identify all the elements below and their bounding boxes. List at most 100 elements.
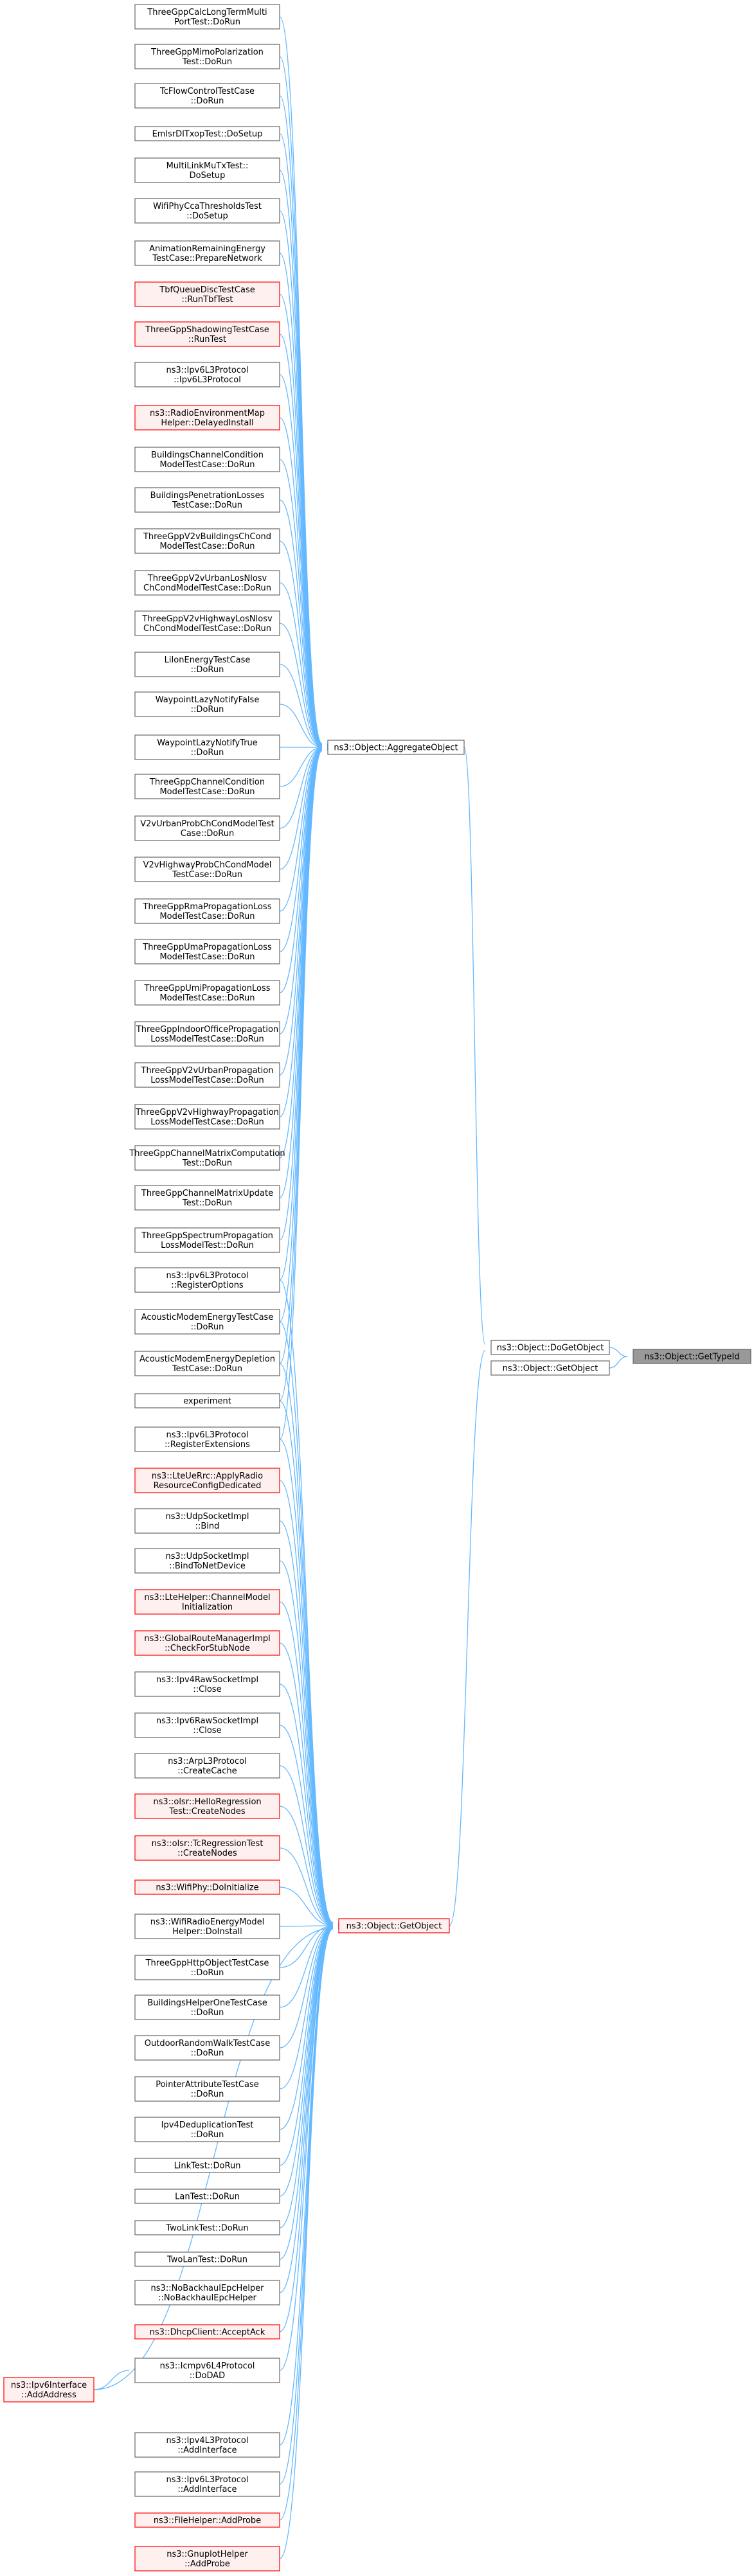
node-b3[interactable]: AcousticModemEnergyDepletionTestCase::Do… — [134, 1351, 280, 1376]
node-a8[interactable]: TbfQueueDiscTestCase::RunTbfTest — [134, 281, 280, 307]
node-aggregate[interactable]: ns3::Object::AggregateObject — [327, 740, 465, 755]
node-g17[interactable]: Ipv4DeduplicationTest::DoRun — [134, 2117, 280, 2142]
node-label: ns3::Object::DoGetObject — [497, 1344, 604, 1353]
node-g24[interactable]: ns3::Icmpv6L4Protocol::DoDAD — [134, 2358, 280, 2383]
node-label: Helper::DoInstall — [172, 1927, 242, 1937]
node-a4[interactable]: EmlsrDlTxopTest::DoSetup — [134, 126, 280, 141]
node-g2[interactable]: ns3::UdpSocketImpl::Bind — [134, 1508, 280, 1534]
edge-g15-to-getobject — [279, 1926, 334, 2048]
node-g11[interactable]: ns3::WifiPhy::DoInitialize — [134, 1879, 280, 1895]
node-a27[interactable]: ThreeGppV2vUrbanPropagationLossModelTest… — [134, 1062, 280, 1088]
node-g21[interactable]: TwoLanTest::DoRun — [134, 2252, 280, 2267]
edge-a7-to-aggregate — [279, 253, 323, 745]
node-g12[interactable]: ns3::WifiRadioEnergyModelHelper::DoInsta… — [134, 1914, 280, 1939]
node-a31[interactable]: ThreeGppSpectrumPropagationLossModelTest… — [134, 1227, 280, 1253]
node-getobject[interactable]: ns3::Object::GetObject — [338, 1918, 450, 1933]
node-g27[interactable]: ns3::FileHelper::AddProbe — [134, 2512, 280, 2528]
node-box — [134, 1185, 280, 1211]
node-g28[interactable]: ns3::GnuplotHelper::AddProbe — [134, 2546, 280, 2572]
node-label: Helper::DelayedInstall — [161, 418, 253, 428]
edge-a8-to-aggregate — [279, 294, 323, 746]
node-g19[interactable]: LanTest::DoRun — [134, 2189, 280, 2204]
node-label: ::DoRun — [191, 2048, 224, 2058]
node-a10[interactable]: ns3::Ipv6L3Protocol::Ipv6L3Protocol — [134, 362, 280, 387]
node-a29[interactable]: ThreeGppChannelMatrixComputationTest::Do… — [129, 1145, 285, 1171]
node-a17[interactable]: LiIonEnergyTestCase::DoRun — [134, 652, 280, 677]
node-getobject_t[interactable]: ns3::Object::GetObject — [490, 1360, 610, 1376]
node-label: TestCase::DoRun — [172, 1364, 242, 1374]
node-a16[interactable]: ThreeGppV2vHighwayLosNlosvChCondModelTes… — [134, 610, 280, 636]
edge-g10-to-getobject — [279, 1847, 334, 1926]
node-g7[interactable]: ns3::Ipv6RawSocketImpl::Close — [134, 1712, 280, 1738]
node-g13[interactable]: ThreeGppHttpObjectTestCase::DoRun — [134, 1955, 280, 1980]
node-a14[interactable]: ThreeGppV2vBuildingsChCondModelTestCase:… — [134, 528, 280, 554]
edge-g4-to-getobject — [279, 1601, 334, 1925]
node-b4[interactable]: experiment — [134, 1393, 280, 1408]
node-g4[interactable]: ns3::LteHelper::ChannelModelInitializati… — [134, 1589, 280, 1615]
node-label: ::DoSetup — [186, 211, 228, 221]
node-label: ns3::Object::AggregateObject — [334, 743, 458, 753]
node-g18[interactable]: LinkTest::DoRun — [134, 2158, 280, 2173]
node-a28[interactable]: ThreeGppV2vHighwayPropagationLossModelTe… — [134, 1104, 280, 1130]
edge-a22-to-aggregate — [279, 747, 323, 870]
edge-g3-to-getobject — [279, 1560, 334, 1924]
node-box — [134, 528, 280, 554]
node-g23[interactable]: ns3::DhcpClient::AcceptAck — [134, 2324, 280, 2340]
node-label: AcousticModemEnergyTestCase — [141, 1313, 274, 1322]
node-g26[interactable]: ns3::Ipv6L3Protocol::AddInterface — [134, 2471, 280, 2497]
node-b5[interactable]: ns3::Ipv6L3Protocol::RegisterExtensions — [134, 1426, 280, 1452]
node-a11[interactable]: ns3::RadioEnvironmentMapHelper::DelayedI… — [134, 405, 280, 431]
node-a15[interactable]: ThreeGppV2vUrbanLosNlosvChCondModelTestC… — [134, 570, 280, 596]
node-box — [134, 857, 280, 882]
node-a19[interactable]: WaypointLazyNotifyTrue::DoRun — [134, 734, 280, 760]
node-g3[interactable]: ns3::UdpSocketImpl::BindToNetDevice — [134, 1548, 280, 1574]
node-g16[interactable]: PointerAttributeTestCase::DoRun — [134, 2076, 280, 2102]
node-g10[interactable]: ns3::olsr::TcRegressionTest::CreateNodes — [134, 1835, 280, 1861]
node-g5[interactable]: ns3::GlobalRouteManagerImpl::CheckForStu… — [134, 1630, 280, 1656]
node-label: ThreeGppMimoPolarization — [150, 48, 264, 57]
edge-g20-to-getobject — [279, 1926, 334, 2228]
node-a12[interactable]: BuildingsChannelConditionModelTestCase::… — [134, 447, 280, 472]
node-label: ns3::WifiPhy::DoInitialize — [156, 1883, 258, 1893]
node-g25[interactable]: ns3::Ipv4L3Protocol::AddInterface — [134, 2432, 280, 2458]
node-a24[interactable]: ThreeGppUmaPropagationLossModelTestCase:… — [134, 939, 280, 964]
edge-g14-to-getobject — [279, 1925, 334, 2008]
node-a9[interactable]: ThreeGppShadowingTestCase::RunTest — [134, 321, 280, 347]
edge-g2-to-getobject — [279, 1520, 334, 1924]
node-label: ThreeGppShadowingTestCase — [145, 325, 269, 335]
node-a7[interactable]: AnimationRemainingEnergyTestCase::Prepar… — [134, 240, 280, 266]
node-g22[interactable]: ns3::NoBackhaulEpcHelper::NoBackhaulEpcH… — [134, 2280, 280, 2305]
node-a3[interactable]: TcFlowControlTestCase::DoRun — [134, 83, 280, 109]
node-label: ns3::Ipv6L3Protocol — [166, 366, 249, 375]
node-a20[interactable]: ThreeGppChannelConditionModelTestCase::D… — [134, 774, 280, 799]
node-a5[interactable]: MultiLinkMuTxTest::DoSetup — [134, 157, 280, 183]
node-a13[interactable]: BuildingsPenetrationLossesTestCase::DoRu… — [134, 487, 280, 513]
node-g6[interactable]: ns3::Ipv4RawSocketImpl::Close — [134, 1671, 280, 1697]
edge-b3-to-getobject — [279, 1363, 334, 1924]
edge-g18-to-getobject — [279, 1926, 334, 2166]
node-a25[interactable]: ThreeGppUmiPropagationLossModelTestCase:… — [134, 980, 280, 1006]
node-g20[interactable]: TwoLinkTest::DoRun — [134, 2220, 280, 2235]
node-g8[interactable]: ns3::ArpL3Protocol::CreateCache — [134, 1753, 280, 1779]
node-ipv6if[interactable]: ns3::Ipv6Interface::AddAddress — [3, 2377, 94, 2403]
node-dogetobject[interactable]: ns3::Object::DoGetObject — [490, 1340, 610, 1355]
node-label: ns3::RadioEnvironmentMap — [150, 409, 265, 418]
node-label: ::DoRun — [191, 748, 224, 758]
node-g9[interactable]: ns3::olsr::HelloRegressionTest::CreateNo… — [134, 1793, 280, 1819]
node-a23[interactable]: ThreeGppRmaPropagationLossModelTestCase:… — [134, 898, 280, 924]
node-a6[interactable]: WifiPhyCcaThresholdsTest::DoSetup — [134, 198, 280, 224]
node-b2[interactable]: AcousticModemEnergyTestCase::DoRun — [134, 1309, 280, 1335]
node-g15[interactable]: OutdoorRandomWalkTestCase::DoRun — [134, 2035, 280, 2061]
node-g14[interactable]: BuildingsHelperOneTestCase::DoRun — [134, 1994, 280, 2020]
node-label: Test::DoRun — [182, 1159, 232, 1168]
node-a26[interactable]: ThreeGppIndoorOfficePropagationLossModel… — [134, 1021, 280, 1047]
node-a18[interactable]: WaypointLazyNotifyFalse::DoRun — [134, 691, 280, 717]
node-g1[interactable]: ns3::LteUeRrc::ApplyRadioResourceConfigD… — [134, 1468, 280, 1493]
edge-ipv6if-to-g24 — [93, 2370, 130, 2390]
node-b1[interactable]: ns3::Ipv6L3Protocol::RegisterOptions — [134, 1267, 280, 1293]
